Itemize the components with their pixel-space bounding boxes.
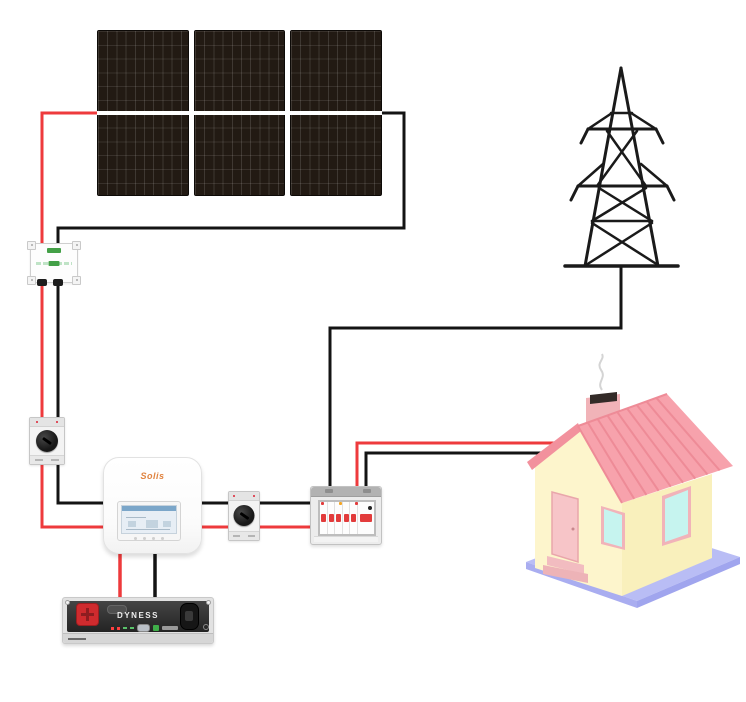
isolator-top-strip	[30, 418, 64, 427]
rotary-knob	[36, 430, 58, 452]
ac-distribution-box	[310, 486, 382, 545]
combiner-led-chip	[48, 261, 60, 266]
screw	[65, 600, 70, 605]
isolator-bottom-strip	[30, 455, 64, 464]
rotary-knob	[233, 505, 255, 526]
ac-isolator-switch	[228, 491, 260, 541]
screen-widget	[163, 521, 171, 527]
battery-brand-logo: DYNESS	[117, 611, 159, 620]
battery-power-connector	[180, 603, 199, 630]
breaker-module	[350, 502, 358, 534]
screen-line	[126, 529, 170, 530]
isolator-bottom-strip	[229, 531, 259, 540]
house-base-edge-right	[637, 557, 740, 608]
house-roof-stripes	[577, 393, 721, 504]
wire-house-black	[364, 451, 548, 490]
pv-combiner-box	[27, 241, 81, 286]
solar-inverter: Solis	[103, 457, 202, 554]
inverter-screen	[121, 505, 177, 534]
led-green-dash	[123, 627, 127, 629]
mount-tab	[72, 241, 81, 250]
dc-isolator-switch	[29, 417, 65, 465]
indicator-dot	[355, 502, 358, 505]
distbox-bottom-lip	[314, 536, 378, 542]
inverter-display	[117, 501, 181, 541]
screen-line	[126, 517, 146, 518]
wire-pv-return	[56, 111, 406, 252]
battery-chassis-base	[63, 633, 213, 643]
inverter-brand-logo: Solis	[140, 471, 165, 481]
house-front-window-glass	[604, 509, 622, 547]
house-step-1	[547, 556, 584, 574]
screen-header-bar	[122, 506, 176, 511]
battery-small-label	[162, 626, 178, 630]
chimney-smoke	[598, 353, 604, 391]
wire-pv-live	[40, 111, 98, 252]
breaker-module	[335, 502, 343, 534]
screen-widget	[146, 520, 158, 528]
breaker-module	[342, 502, 351, 534]
house-roof-left-edge	[527, 423, 581, 470]
house-door	[551, 491, 579, 564]
wire-house-red	[355, 441, 560, 490]
house-side-window-glass	[665, 490, 688, 542]
mount-tab	[27, 276, 36, 285]
lithium-battery: DYNESS	[62, 597, 214, 644]
indicator-dot	[339, 502, 342, 505]
main-breaker-module	[357, 502, 374, 534]
distbox-top-strip	[311, 487, 381, 497]
led-red	[111, 626, 114, 630]
led-red	[117, 626, 120, 630]
battery-vent	[107, 605, 127, 614]
screen-widget	[128, 521, 136, 527]
distbox-window	[318, 500, 376, 536]
battery-led-row	[111, 624, 178, 632]
screw	[206, 600, 211, 605]
cable-gland	[53, 279, 63, 286]
mount-tab	[72, 276, 81, 285]
battery-red-connector	[76, 603, 99, 626]
led-green-dash	[130, 627, 134, 629]
led-green	[153, 625, 159, 631]
power-icon	[203, 624, 209, 630]
indicator-dot	[321, 502, 324, 505]
breaker-module	[327, 502, 336, 534]
house-step-2	[543, 565, 588, 583]
wire-grid	[328, 266, 623, 490]
wire-dc-return	[56, 272, 108, 505]
residential-house-icon	[526, 353, 740, 608]
utility-grid-tower-icon	[563, 66, 680, 268]
solar-panel-array	[97, 30, 383, 196]
house-chimney-opening	[590, 392, 617, 404]
isolator-top-strip	[229, 492, 259, 501]
wire-dc-live	[40, 272, 108, 529]
mount-tab	[27, 241, 36, 250]
breaker-module	[320, 502, 328, 534]
cable-gland	[37, 279, 47, 286]
combiner-label	[47, 248, 61, 253]
array-mid-rail	[97, 111, 382, 115]
battery-switch	[137, 624, 150, 632]
house-door-knob	[571, 527, 575, 531]
inverter-buttons	[118, 537, 180, 540]
